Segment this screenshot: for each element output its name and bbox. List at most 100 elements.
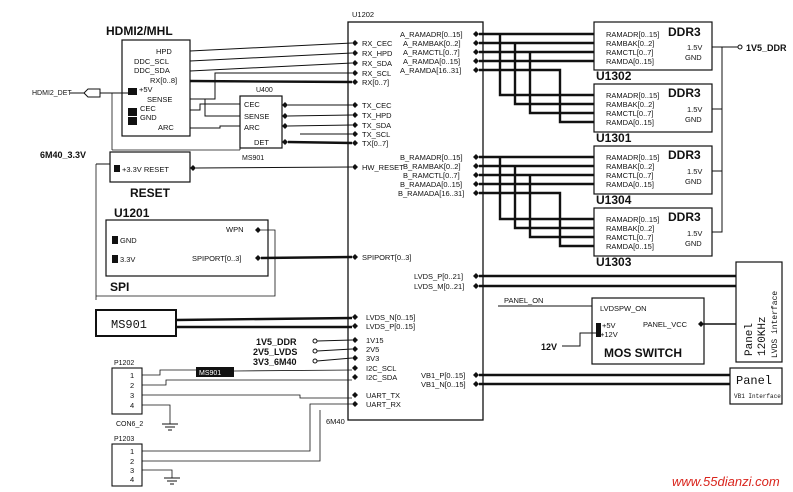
p1203-pin-2: 2 xyxy=(130,457,134,466)
pin-hw-reset: HW_RESET xyxy=(362,163,404,172)
rail-2v5-lvds: 2V5_LVDS xyxy=(253,347,297,357)
ddr-ref: U1301 xyxy=(596,131,632,145)
hdmi-pin-ddc-scl: DDC_SCL xyxy=(134,57,169,66)
panel-vb1-interface: Panel VB1 Interface xyxy=(729,367,783,405)
spi-pin-gnd: GND xyxy=(120,236,137,245)
lvds-bus xyxy=(479,274,736,288)
pin-tx-sda: TX_SDA xyxy=(362,121,391,130)
connector-p1202: P1202 1 2 3 4 CON6_2 MS901 xyxy=(111,360,353,431)
ddr-pin-ctl: RAMCTL[0..7] xyxy=(606,171,654,180)
pin-uart-tx: UART_TX xyxy=(366,391,400,400)
ddr-pin-gnd: GND xyxy=(685,239,702,248)
ms901-label: MS901 xyxy=(111,318,147,332)
pin-tx: TX[0..7] xyxy=(362,139,388,148)
hdmi-pin-cec: CEC xyxy=(140,104,156,113)
main-ic-part: 6M40 xyxy=(326,417,345,426)
u400-ref: U400 xyxy=(256,87,273,94)
spi-pin-wpn: WPN xyxy=(226,225,244,234)
panel-vb1-title: Panel xyxy=(736,374,772,388)
mos-pin-5v: +5V xyxy=(602,321,616,330)
reset-supply-label: 6M40_3.3V xyxy=(40,150,86,160)
pin-vb1-n: VB1_N[0..15] xyxy=(421,380,466,389)
panel-lvds-interface: Panel 120KHz LVDS interface xyxy=(735,261,783,363)
pin-b-ramda-lo: B_RAMADA[0..15] xyxy=(400,180,462,189)
ddr-pin-bak: RAMBAK[0..2] xyxy=(606,100,654,109)
u400-pin-sense: SENSE xyxy=(244,112,269,121)
pin-lvds-p-out: LVDS_P[0..21] xyxy=(414,272,463,281)
ddr-rail-label: 1V5_DDR xyxy=(746,43,787,53)
pin-2v5: 2V5 xyxy=(366,345,379,354)
p1202-ref: P1202 xyxy=(114,360,134,367)
ddr-title: DDR3 xyxy=(668,210,701,224)
pin-lvds-m-out: LVDS_M[0..21] xyxy=(414,282,464,291)
hdmi-det-label: HDMI2_DET xyxy=(32,90,72,97)
ddr3-chip-u1303: DDR3 RAMADR[0..15] RAMBAK[0..2] RAMCTL[0… xyxy=(593,207,713,269)
panel-vb1-sub: VB1 Interface xyxy=(734,393,781,400)
p1202-pin-4: 4 xyxy=(130,401,134,410)
reset-title: RESET xyxy=(130,186,171,200)
ddr-pin-ctl: RAMCTL[0..7] xyxy=(606,233,654,242)
pin-spiport: SPIPORT[0..3] xyxy=(362,253,411,262)
p1203-ref: P1203 xyxy=(114,436,134,443)
pin-1v15: 1V15 xyxy=(366,336,384,345)
ddr-bus-wiring xyxy=(479,32,594,248)
ddr-pin-da: RAMDA[0..15] xyxy=(606,180,654,189)
mos-panel-on-label: PANEL_ON xyxy=(504,296,543,305)
pin-uart-rx: UART_RX xyxy=(366,400,401,409)
mos-supply-label: 12V xyxy=(541,342,557,352)
ddr-pin-adr: RAMADR[0..15] xyxy=(606,30,659,39)
p1203-pin-4: 4 xyxy=(130,475,134,484)
ddr-pin-da: RAMDA[0..15] xyxy=(606,57,654,66)
u400-pin-cec: CEC xyxy=(244,100,260,109)
ddr-pin-gnd: GND xyxy=(685,53,702,62)
ddr-pin-1v5: 1.5V xyxy=(687,167,702,176)
ddr-title: DDR3 xyxy=(668,86,701,100)
vb1-bus xyxy=(479,373,730,386)
u400-part: MS901 xyxy=(242,155,264,162)
mos-switch: PANEL_ON LVDSPW_ON +5V +12V PANEL_VCC MO… xyxy=(498,296,736,365)
ddr-pin-adr: RAMADR[0..15] xyxy=(606,91,659,100)
u400-pin-det: DET xyxy=(254,138,269,147)
pin-b-rambak: B_RAMBAK[0..2] xyxy=(403,162,461,171)
p1203-pin-3: 3 xyxy=(130,466,134,475)
reset-block: 6M40_3.3V +3.3V RESET RESET xyxy=(40,150,353,300)
ddr-pin-ctl: RAMCTL[0..7] xyxy=(606,48,654,57)
pin-b-ramctl: B_RAMCTL[0..7] xyxy=(403,171,460,180)
ddr-pin-da: RAMDA[0..15] xyxy=(606,242,654,251)
p1203-pin-1: 1 xyxy=(130,447,134,456)
pin-rx-cec: RX_CEC xyxy=(362,39,393,48)
hdmi-pin-arc: ARC xyxy=(158,123,174,132)
ddr-pin-bak: RAMBAK[0..2] xyxy=(606,39,654,48)
ddr-title: DDR3 xyxy=(668,25,701,39)
pin-i2c-scl: I2C_SCL xyxy=(366,364,396,373)
main-ic-ref: U1202 xyxy=(352,10,374,19)
p1202-pin-2: 2 xyxy=(130,381,134,390)
ms901-small-label: MS901 xyxy=(199,370,221,377)
pin-tx-scl: TX_SCL xyxy=(362,130,390,139)
ddr-pin-adr: RAMADR[0..15] xyxy=(606,153,659,162)
ddr3-chip-u1304: DDR3 RAMADR[0..15] RAMBAK[0..2] RAMCTL[0… xyxy=(593,145,713,207)
spi-ref: U1201 xyxy=(114,206,150,220)
ddr-pin-1v5: 1.5V xyxy=(687,43,702,52)
rail-1v5-ddr: 1V5_DDR xyxy=(256,337,297,347)
ddr-pin-adr: RAMADR[0..15] xyxy=(606,215,659,224)
pin-lvds-p: LVDS_P[0..15] xyxy=(366,322,415,331)
pin-a-ramda-lo: A_RAMDA[0..15] xyxy=(403,57,460,66)
hdmi-pin-ddc-sda: DDC_SDA xyxy=(134,66,170,75)
panel-lvds-line2: 120KHz xyxy=(757,316,769,356)
ddr3-chip-u1301: DDR3 RAMADR[0..15] RAMBAK[0..2] RAMCTL[0… xyxy=(593,83,713,145)
pin-a-ramadr: A_RAMADR[0..15] xyxy=(400,30,463,39)
hdmi-pin-hpd: HPD xyxy=(156,47,172,56)
ddr-pin-ctl: RAMCTL[0..7] xyxy=(606,109,654,118)
panel-lvds-line1: Panel xyxy=(744,323,756,356)
p1202-part: CON6_2 xyxy=(116,421,143,428)
ddr3-chip-u1302: DDR3 RAMADR[0..15] RAMBAK[0..2] RAMCTL[0… xyxy=(593,21,713,83)
ddr-pin-da: RAMDA[0..15] xyxy=(606,118,654,127)
hdmi-connector: HDMI2/MHL HPD DDC_SCL DDC_SDA RX[0..8] +… xyxy=(32,24,353,151)
hdmi-title: HDMI2/MHL xyxy=(106,24,173,38)
pin-lvds-n: LVDS_N[0..15] xyxy=(366,313,415,322)
ddr-pin-1v5: 1.5V xyxy=(687,229,702,238)
ddr-pin-gnd: GND xyxy=(685,177,702,186)
ddr-pin-1v5: 1.5V xyxy=(687,105,702,114)
